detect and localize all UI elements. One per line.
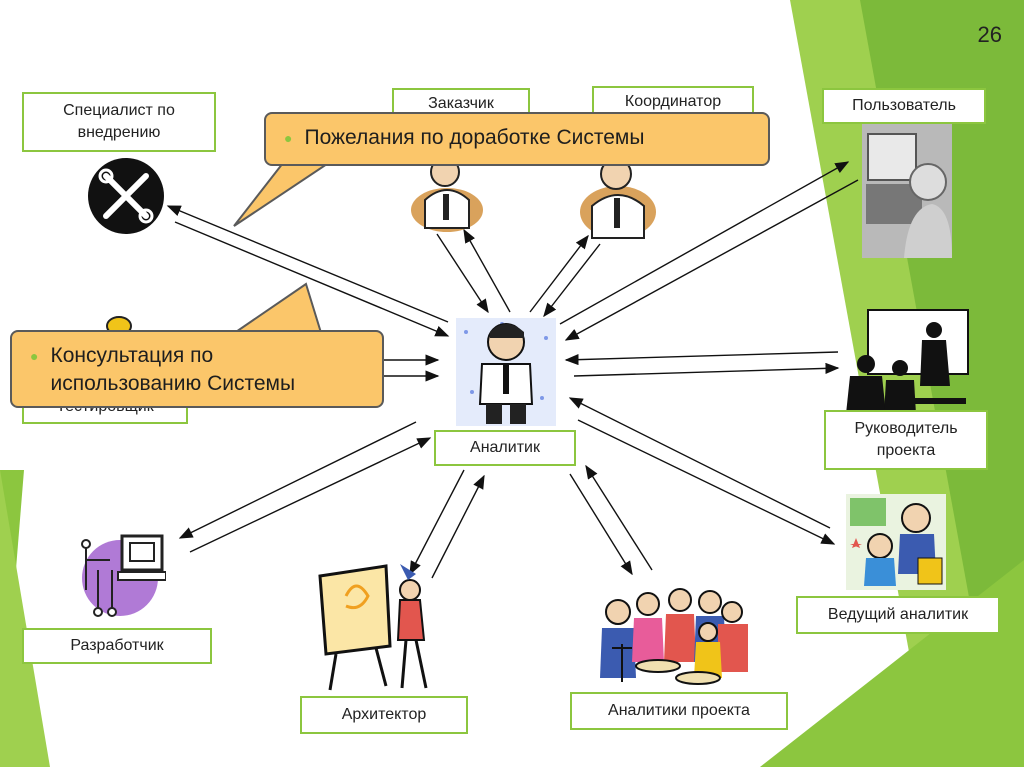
callout-consultation-text: Консультация по использованию Системы [50, 344, 296, 395]
node-analyst: Аналитик [434, 430, 576, 466]
project-analysts-group-icon [600, 588, 748, 685]
architect-drawing-icon [318, 564, 428, 691]
node-developer: Разработчик [22, 628, 212, 664]
project-manager-scene-icon [846, 309, 969, 414]
node-architect: Архитектор [300, 696, 468, 734]
user-photo-icon [862, 124, 952, 258]
node-user: Пользователь [822, 88, 986, 124]
node-implementation-specialist: Специалист по внедрению [22, 92, 216, 152]
callout-usage-consultation: ● Консультация по использованию Системы [10, 330, 384, 408]
node-lead-analyst: Ведущий аналитик [796, 596, 1000, 634]
bullet-icon: ● [30, 348, 39, 364]
callout-improvement-text: Пожелания по доработке Системы [304, 126, 645, 149]
lead-analyst-scene-icon [846, 494, 946, 590]
bullet-icon: ● [284, 130, 293, 146]
wrench-icon [88, 158, 164, 234]
node-project-analysts: Аналитики проекта [570, 692, 788, 730]
node-project-manager: Руководитель проекта [824, 410, 988, 470]
customer-figure-icon [411, 157, 483, 232]
slide-number: 26 [977, 22, 1002, 47]
analyst-figure-icon [456, 318, 556, 426]
callout-improvement-requests: ● Пожелания по доработке Системы [264, 112, 770, 166]
computer-icon [81, 534, 166, 617]
coordinator-figure-icon [580, 158, 656, 239]
